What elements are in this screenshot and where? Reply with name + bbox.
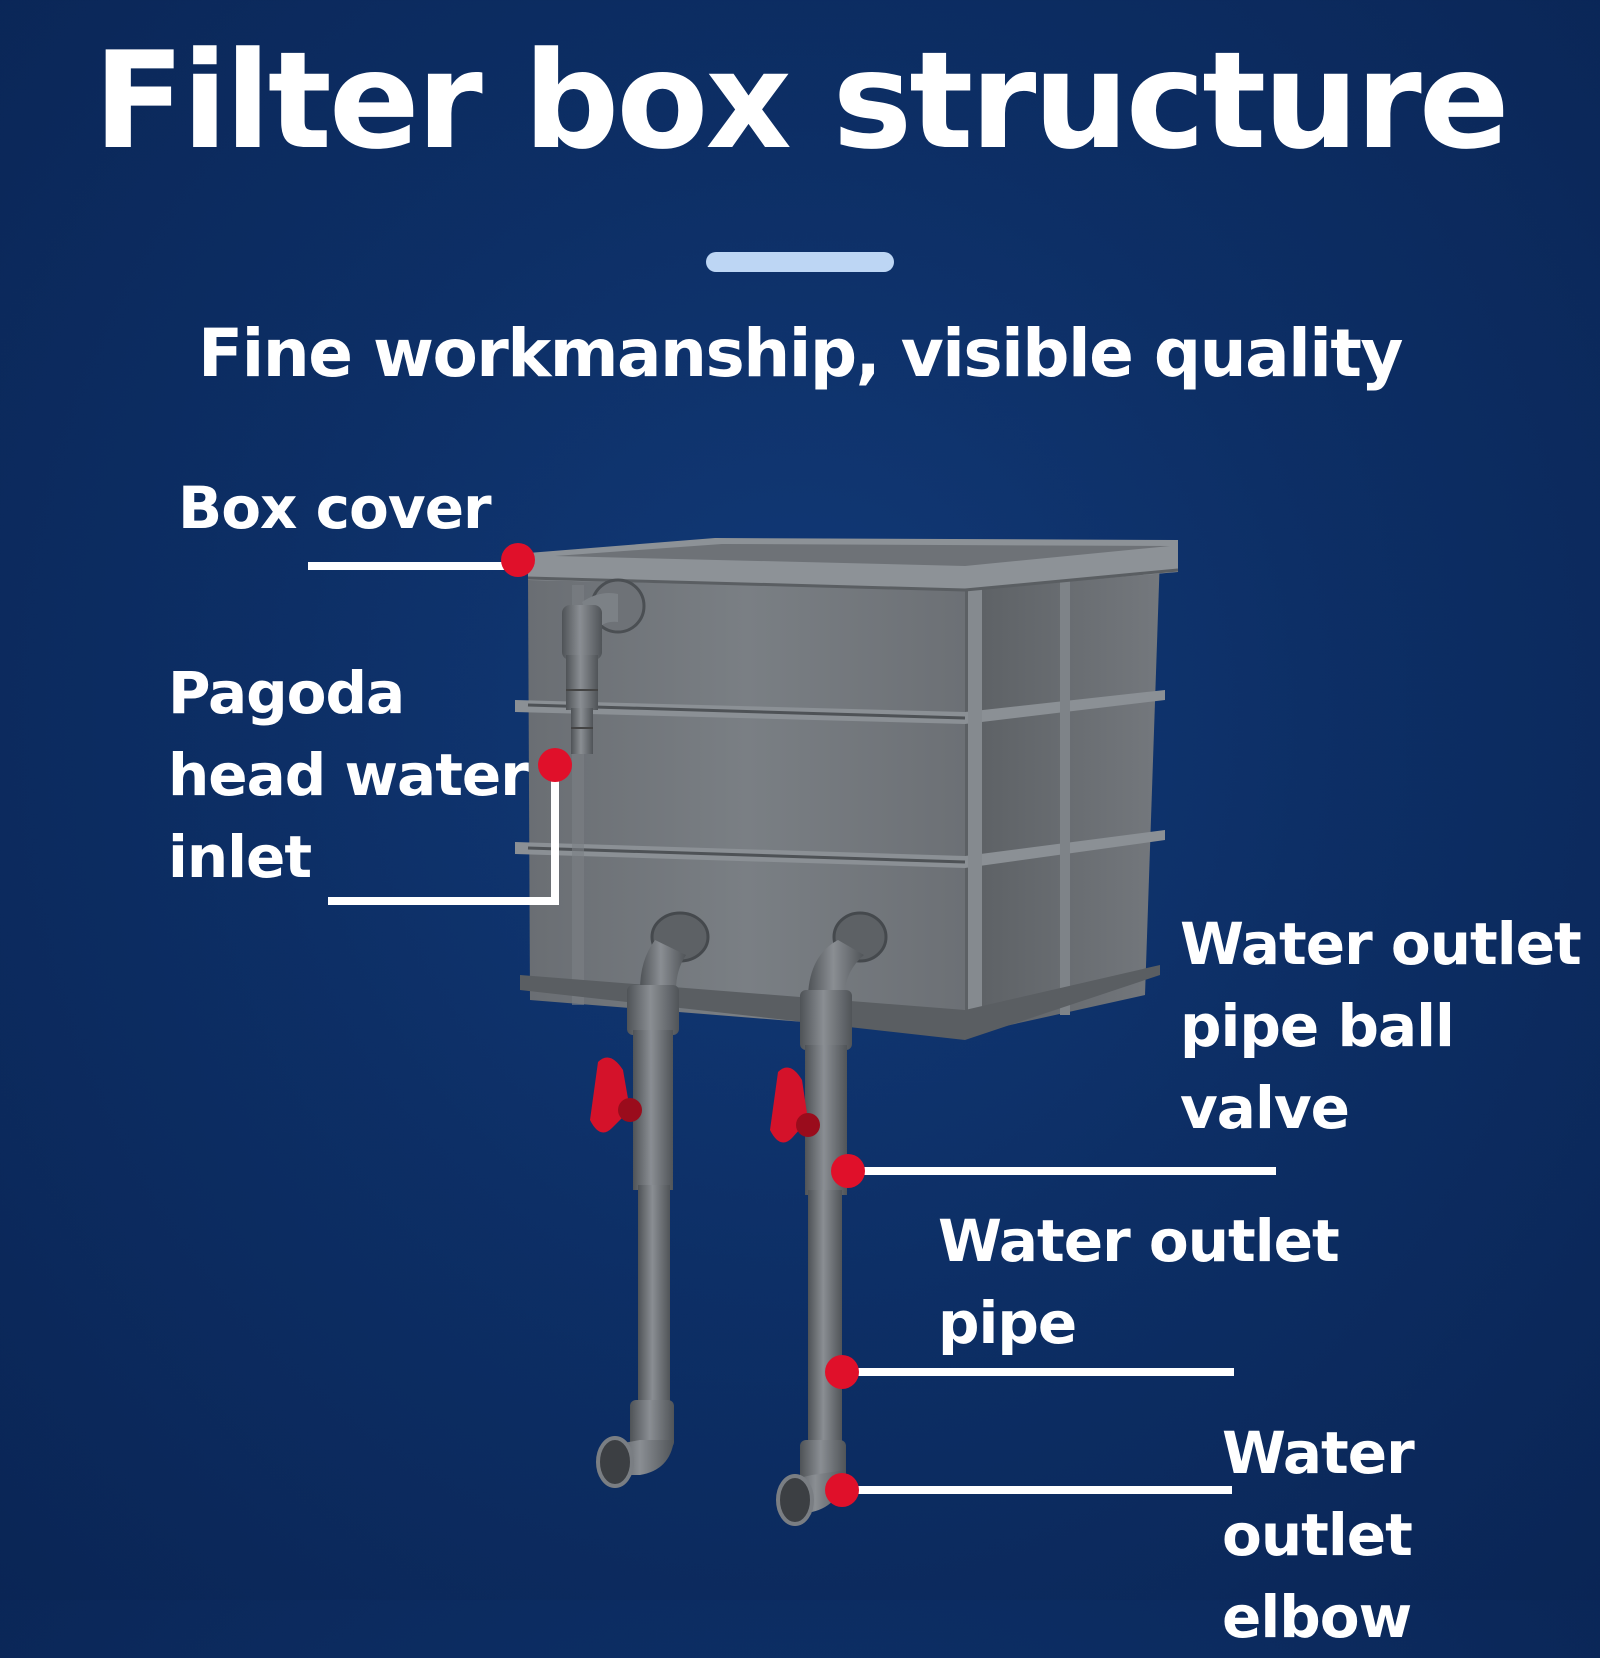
title-divider bbox=[706, 252, 894, 272]
marker-outlet-pipe bbox=[825, 1355, 859, 1389]
label-pagoda-inlet: Pagoda head water inlet bbox=[168, 659, 529, 891]
marker-box-cover bbox=[501, 543, 535, 577]
leader-outlet-elbow bbox=[842, 1486, 1232, 1494]
pagoda-inlet-fitting bbox=[562, 578, 646, 754]
leader-pagoda-inlet-vertical bbox=[551, 765, 559, 905]
leader-outlet-pipe bbox=[842, 1368, 1234, 1376]
leader-box-cover bbox=[308, 562, 518, 570]
box-cover-illustration bbox=[527, 538, 1179, 592]
leader-pagoda-inlet-horizontal bbox=[328, 897, 559, 905]
marker-ball-valve bbox=[831, 1154, 865, 1188]
marker-pagoda-inlet bbox=[538, 748, 572, 782]
label-ball-valve: Water outlet pipe ball valve bbox=[1180, 910, 1582, 1142]
label-box-cover: Box cover bbox=[178, 474, 492, 542]
leader-ball-valve bbox=[848, 1167, 1276, 1175]
label-outlet-pipe: Water outlet pipe bbox=[938, 1207, 1340, 1357]
label-outlet-elbow: Water outlet elbow bbox=[1222, 1419, 1415, 1651]
page-subtitle: Fine workmanship, visible quality bbox=[198, 315, 1403, 392]
filter-box-illustration bbox=[515, 538, 1179, 1526]
left-outlet-assembly bbox=[590, 911, 710, 1488]
marker-outlet-elbow bbox=[825, 1473, 859, 1507]
page-title: Filter box structure bbox=[93, 23, 1509, 179]
